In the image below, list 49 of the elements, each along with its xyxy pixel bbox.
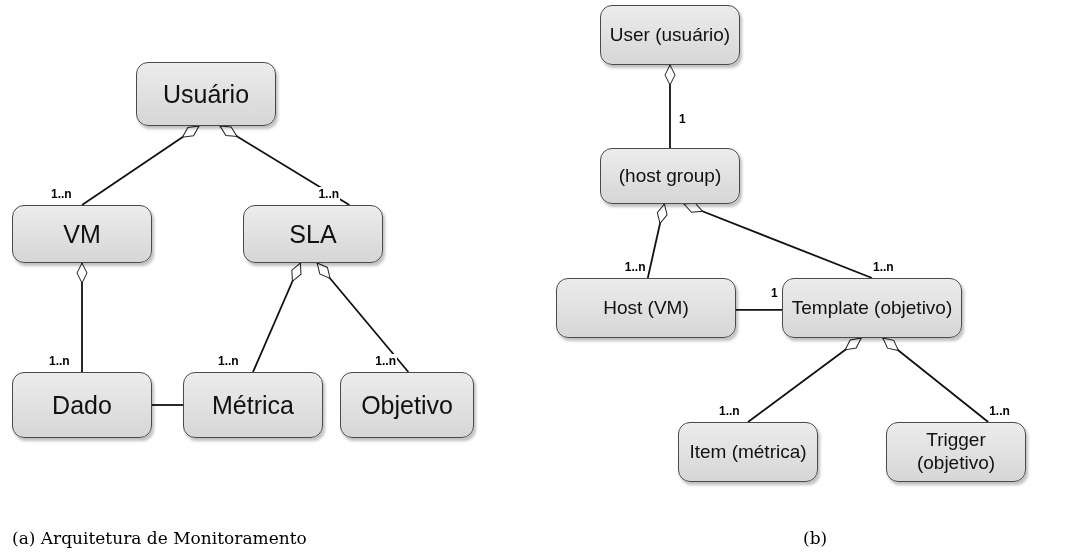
aggregation-line [76,262,88,373]
entity-box [183,372,323,438]
entity-name: (host group) [618,164,722,188]
entity-box [136,62,276,126]
entity-box [12,205,152,263]
association-line [735,308,783,311]
entity-box [886,422,1026,482]
entity-box [12,372,152,438]
multiplicity-label: 1..n [374,354,397,368]
entity-name: Template (objetivo) [791,296,953,320]
entity-name: Métrica [212,390,294,420]
aggregation-line [646,203,668,279]
entity-name: SLA [289,219,337,249]
entity-box [600,5,740,65]
entity-name: VM [63,219,101,249]
subfigure-caption: (a) Arquitetura de Monitoramento [12,528,307,548]
aggregation-line [881,337,990,423]
entity-name: Host (VM) [603,296,689,320]
entity-name: Usuário [162,79,250,109]
aggregation-line [747,337,863,423]
aggregation-line [683,202,873,279]
entity-box [600,148,740,204]
multiplicity-label: 1..n [50,187,73,201]
multiplicity-label: 1..n [317,187,341,201]
multiplicity-label: 1 [678,112,687,126]
entity-name: Item (métrica) [689,440,807,464]
multiplicity-label: 1..n [988,404,1011,418]
aggregation-line [316,262,410,373]
multiplicity-label: 1..n [718,404,741,418]
multiplicity-label: 1..n [48,354,71,368]
entity-box [556,278,736,338]
entity-name: Trigger (objetivo) [915,429,997,475]
multiplicity-label: 1..n [623,260,647,274]
aggregation-line [664,64,676,149]
entity-box [678,422,818,482]
subfigure-caption: (b) [803,528,828,548]
aggregation-line [219,125,351,206]
entity-box [782,278,962,338]
entity-name: Objetivo [361,390,453,420]
multiplicity-label: 1..n [872,260,895,274]
aggregation-line [252,262,302,373]
aggregation-line [81,125,200,206]
association-line [151,404,184,406]
multiplicity-label: 1..n [217,354,240,368]
entity-box [243,205,383,263]
entity-name: User (usuário) [609,23,731,47]
multiplicity-label: 1 [770,285,779,300]
entity-box [340,372,474,438]
entity-name: Dado [52,390,112,420]
